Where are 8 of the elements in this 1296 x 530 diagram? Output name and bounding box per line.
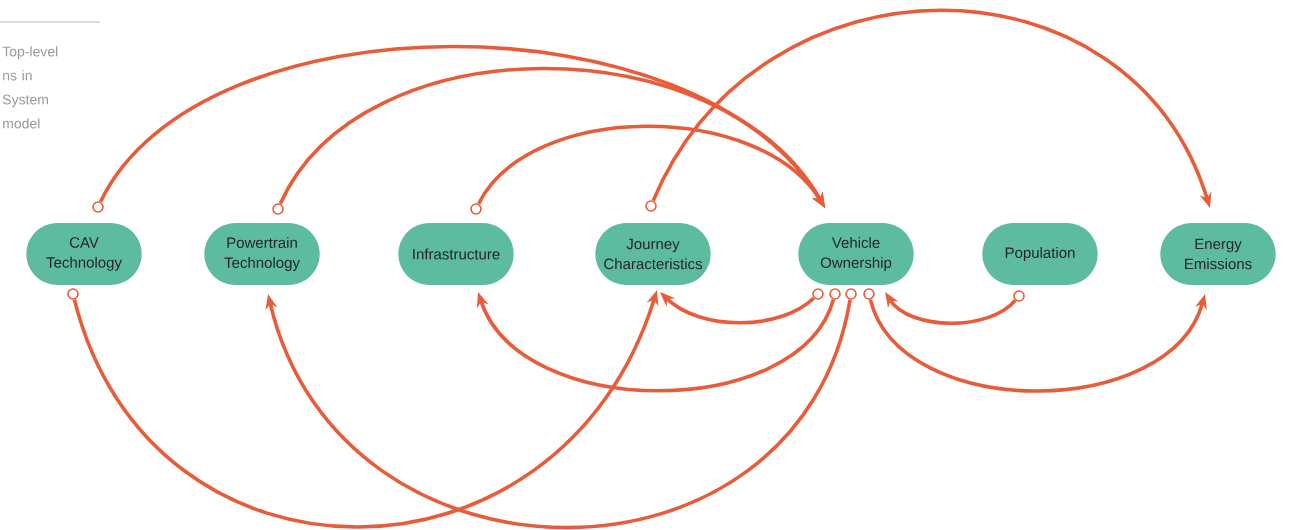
- note-text: Top-level ns in System model: [2, 46, 58, 129]
- process-pill: CAV Technology: [26, 223, 142, 285]
- process-pill: Population: [982, 223, 1098, 285]
- process-pill: Vehicle Ownership: [798, 223, 914, 285]
- process-pill: Infrastructure: [398, 223, 514, 285]
- process-pill: Journey Characteristics: [595, 223, 711, 285]
- process-pill: Powertrain Technology: [204, 223, 320, 285]
- process-pill: Energy Emissions: [1160, 223, 1276, 285]
